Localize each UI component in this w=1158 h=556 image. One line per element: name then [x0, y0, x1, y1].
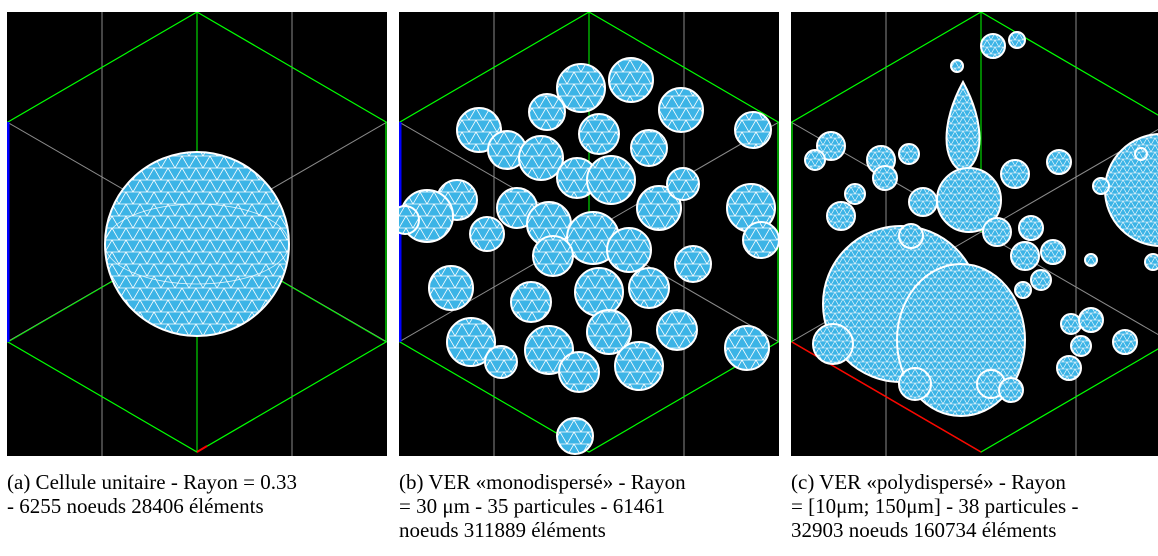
- particle: [1040, 239, 1066, 265]
- particle: [484, 345, 518, 379]
- particles: [804, 31, 1158, 417]
- particle: [812, 323, 854, 365]
- particle: [1010, 241, 1040, 271]
- particle: [528, 93, 566, 131]
- particle: [104, 151, 290, 337]
- particle: [556, 417, 594, 455]
- particle: [399, 205, 420, 235]
- caption-c-line2: = [10μm; 150μm] - 38 particules -: [791, 494, 1079, 518]
- caption-b-line2: = 30 μm - 35 particules - 61461: [399, 494, 666, 518]
- unit-cell-render: [7, 12, 387, 456]
- particle: [724, 325, 770, 371]
- particle: [614, 341, 664, 391]
- particle: [1078, 307, 1104, 333]
- particle: [1046, 149, 1072, 175]
- particle: [945, 79, 981, 174]
- particle: [578, 113, 620, 155]
- cube-wireframe: [7, 12, 387, 456]
- particle: [1014, 281, 1032, 299]
- particle: [804, 149, 826, 171]
- caption-b-line3: noeuds 311889 éléments: [399, 518, 606, 542]
- particle: [898, 143, 920, 165]
- particle: [1000, 159, 1030, 189]
- particle: [656, 309, 698, 351]
- particle: [1104, 133, 1158, 247]
- particle: [606, 227, 652, 273]
- caption-b: (b) VER «monodispersé» - Rayon = 30 μm -…: [399, 470, 686, 542]
- particle: [950, 59, 964, 73]
- particle: [608, 57, 654, 103]
- particle: [586, 309, 632, 355]
- particle: [558, 351, 600, 393]
- figure-panel-c: [791, 12, 1158, 456]
- polydisperse-rve-render: [791, 12, 1158, 456]
- figure-panel-a: [7, 12, 387, 456]
- particle: [898, 367, 932, 401]
- particle: [1030, 269, 1052, 291]
- caption-a: (a) Cellule unitaire - Rayon = 0.33 - 62…: [7, 470, 297, 518]
- particle: [982, 217, 1012, 247]
- particle: [446, 317, 496, 367]
- particle: [510, 281, 552, 323]
- particle: [1060, 313, 1082, 335]
- caption-c-line3: 32903 noeuds 160734 éléments: [791, 518, 1057, 542]
- particle: [428, 265, 474, 311]
- particle: [980, 33, 1006, 59]
- particle: [658, 87, 704, 133]
- particle: [844, 183, 866, 205]
- particle: [1112, 329, 1138, 355]
- particle: [574, 267, 624, 317]
- mesh-shading: [104, 203, 290, 285]
- monodisperse-rve-render: [399, 12, 779, 456]
- particle: [666, 167, 700, 201]
- particle: [556, 63, 606, 113]
- particle: [816, 131, 846, 161]
- caption-a-line1: (a) Cellule unitaire - Rayon = 0.33: [7, 470, 298, 494]
- particle: [742, 221, 779, 259]
- figure-panel-b: [399, 12, 779, 456]
- caption-c-line1: (c) VER «polydispersé» - Rayon: [791, 470, 1066, 494]
- particle: [628, 267, 670, 309]
- particle: [826, 201, 856, 231]
- particle: [586, 155, 636, 205]
- particles: [399, 57, 779, 455]
- particle: [674, 245, 712, 283]
- particle: [1134, 147, 1148, 161]
- particle: [872, 165, 898, 191]
- particle: [1144, 253, 1158, 271]
- particle: [734, 111, 772, 149]
- particle: [1056, 355, 1082, 381]
- particle: [1018, 215, 1044, 241]
- caption-c: (c) VER «polydispersé» - Rayon = [10μm; …: [791, 470, 1158, 542]
- particle: [908, 187, 938, 217]
- particle: [469, 216, 505, 252]
- particle: [1008, 31, 1026, 49]
- particle: [630, 129, 668, 167]
- particle: [1070, 335, 1092, 357]
- particle: [898, 223, 924, 249]
- particle: [1084, 253, 1098, 267]
- particle: [998, 377, 1024, 403]
- particle: [1092, 177, 1110, 195]
- caption-b-line1: (b) VER «monodispersé» - Rayon: [399, 470, 686, 494]
- particle: [518, 135, 564, 181]
- particle: [532, 235, 574, 277]
- particle: [636, 185, 682, 231]
- caption-a-line2: - 6255 noeuds 28406 éléments: [7, 494, 264, 518]
